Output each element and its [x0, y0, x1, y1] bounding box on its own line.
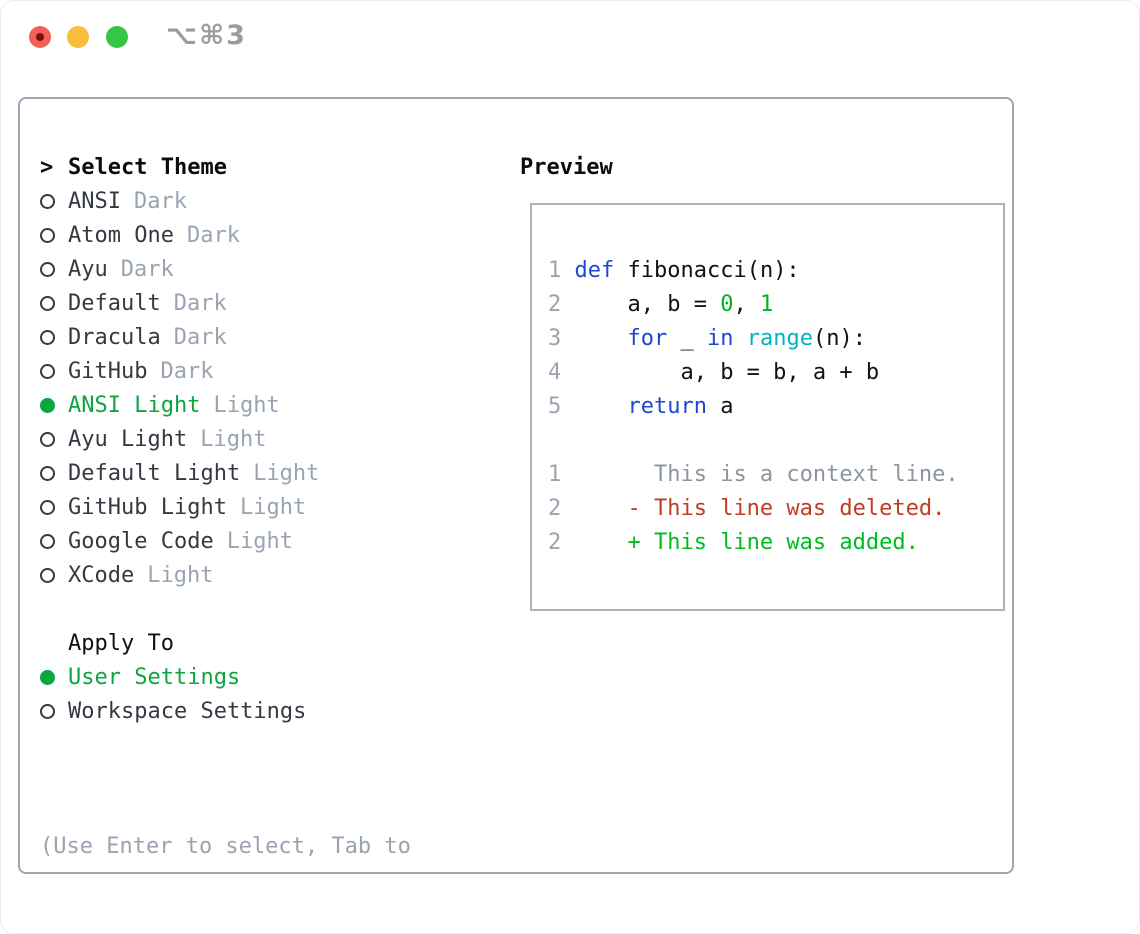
theme-name: GitHub Light — [68, 494, 227, 520]
theme-name: ANSI — [68, 188, 121, 214]
theme-badge: Light — [253, 460, 320, 486]
theme-option[interactable]: Ayu Dark — [40, 252, 490, 286]
theme-badge: Dark — [173, 324, 227, 350]
titlebar: ⌥⌘3 — [0, 0, 1140, 75]
line-number: 2 — [548, 495, 575, 521]
theme-name: GitHub — [68, 358, 148, 384]
radio-unselected-icon — [40, 261, 68, 277]
theme-badge: Light — [200, 426, 267, 452]
theme-option[interactable]: Ayu Light Light — [40, 422, 490, 456]
radio-unselected-icon — [40, 465, 68, 481]
radio-unselected-icon — [40, 703, 68, 719]
theme-option[interactable]: ANSI Dark — [40, 184, 490, 218]
apply-to-name: User Settings — [68, 664, 241, 690]
theme-name: XCode — [68, 562, 135, 588]
theme-option[interactable]: Atom One Dark — [40, 218, 490, 252]
diff-preview: 1 This is a context line. 2 - This line w… — [548, 457, 1003, 559]
help-text: (Use Enter to select, Tab to change focu… — [40, 762, 490, 934]
theme-option[interactable]: Default Dark — [40, 286, 490, 320]
theme-badge: Light — [239, 494, 307, 520]
apply-to-name: Workspace Settings — [68, 698, 307, 724]
theme-name: Default Light — [68, 460, 241, 486]
theme-option[interactable]: ANSI Light Light — [40, 388, 490, 422]
apply-to-header: Apply To — [40, 626, 490, 660]
line-number: 3 — [548, 325, 575, 351]
theme-option[interactable]: Google Code Light — [40, 524, 490, 558]
theme-badge: Dark — [133, 188, 187, 214]
theme-badge: Dark — [173, 290, 227, 316]
code-line: 5 return a — [548, 393, 734, 419]
theme-name: Ayu Light — [68, 426, 188, 452]
preview-title: Preview — [520, 154, 613, 180]
diff-line-add: 2 + This line was added. — [548, 529, 919, 555]
theme-badge: Dark — [186, 222, 240, 248]
apply-to-title: Apply To — [68, 630, 174, 656]
spacer — [40, 728, 490, 762]
apply-to-option[interactable]: Workspace Settings — [40, 694, 490, 728]
close-button-dot — [36, 33, 44, 41]
radio-unselected-icon — [40, 227, 68, 243]
theme-badge: Light — [226, 528, 293, 554]
theme-name: Dracula — [68, 324, 161, 350]
radio-unselected-icon — [40, 499, 68, 515]
line-number: 2 — [548, 291, 575, 317]
apply-to-option[interactable]: User Settings — [40, 660, 490, 694]
line-number: 1 — [548, 461, 575, 487]
radio-unselected-icon — [40, 295, 68, 311]
radio-unselected-icon — [40, 329, 68, 345]
theme-option[interactable]: GitHub Dark — [40, 354, 490, 388]
theme-option[interactable]: Default Light Light — [40, 456, 490, 490]
close-button[interactable] — [29, 26, 51, 48]
line-number: 5 — [548, 393, 575, 419]
focus-caret-icon: > — [40, 154, 54, 180]
radio-unselected-icon — [40, 193, 68, 209]
theme-name: Atom One — [68, 222, 174, 248]
spacer — [40, 592, 490, 626]
radio-unselected-icon — [40, 533, 68, 549]
code-line: 4 a, b = b, a + b — [548, 359, 880, 385]
radio-unselected-icon — [40, 567, 68, 583]
radio-unselected-icon — [40, 431, 68, 447]
theme-name: ANSI Light — [68, 392, 201, 418]
theme-name: Default — [68, 290, 161, 316]
theme-badge: Light — [147, 562, 214, 588]
code-line: 3 for _ in range(n): — [548, 325, 866, 351]
select-theme-title: Select Theme — [68, 154, 227, 180]
theme-name: Google Code — [68, 528, 214, 554]
code-line: 2 a, b = 0, 1 — [548, 291, 774, 317]
help-line-1: (Use Enter to select, Tab to — [40, 834, 411, 859]
radio-unselected-icon — [40, 363, 68, 379]
preview-column: Preview 1 def fibonacci(n): 2 a, b = 0, 1… — [502, 150, 1005, 611]
spacer — [548, 423, 1003, 457]
theme-option[interactable]: GitHub Light Light — [40, 490, 490, 524]
line-number: 1 — [548, 257, 575, 283]
diff-line-del: 2 - This line was deleted. — [548, 495, 946, 521]
line-number: 4 — [548, 359, 575, 385]
code-line: 1 def fibonacci(n): — [548, 257, 800, 283]
diff-line-context: 1 This is a context line. — [548, 461, 959, 487]
window-shortcut-label: ⌥⌘3 — [166, 20, 247, 51]
theme-name: Ayu — [68, 256, 108, 282]
radio-selected-icon — [40, 397, 68, 413]
theme-badge: Light — [213, 392, 280, 418]
minimize-button[interactable] — [67, 26, 89, 48]
theme-badge: Dark — [160, 358, 214, 384]
theme-option[interactable]: Dracula Dark — [40, 320, 490, 354]
zoom-button[interactable] — [106, 26, 128, 48]
preview-box: 1 def fibonacci(n): 2 a, b = 0, 1 3 for _ … — [530, 203, 1005, 611]
radio-selected-icon — [40, 669, 68, 685]
line-number: 2 — [548, 529, 575, 555]
theme-option[interactable]: XCode Light — [40, 558, 490, 592]
select-theme-header: > Select Theme — [40, 150, 490, 184]
code-preview: 1 def fibonacci(n): 2 a, b = 0, 1 3 for _ … — [548, 253, 1003, 423]
theme-badge: Dark — [120, 256, 174, 282]
